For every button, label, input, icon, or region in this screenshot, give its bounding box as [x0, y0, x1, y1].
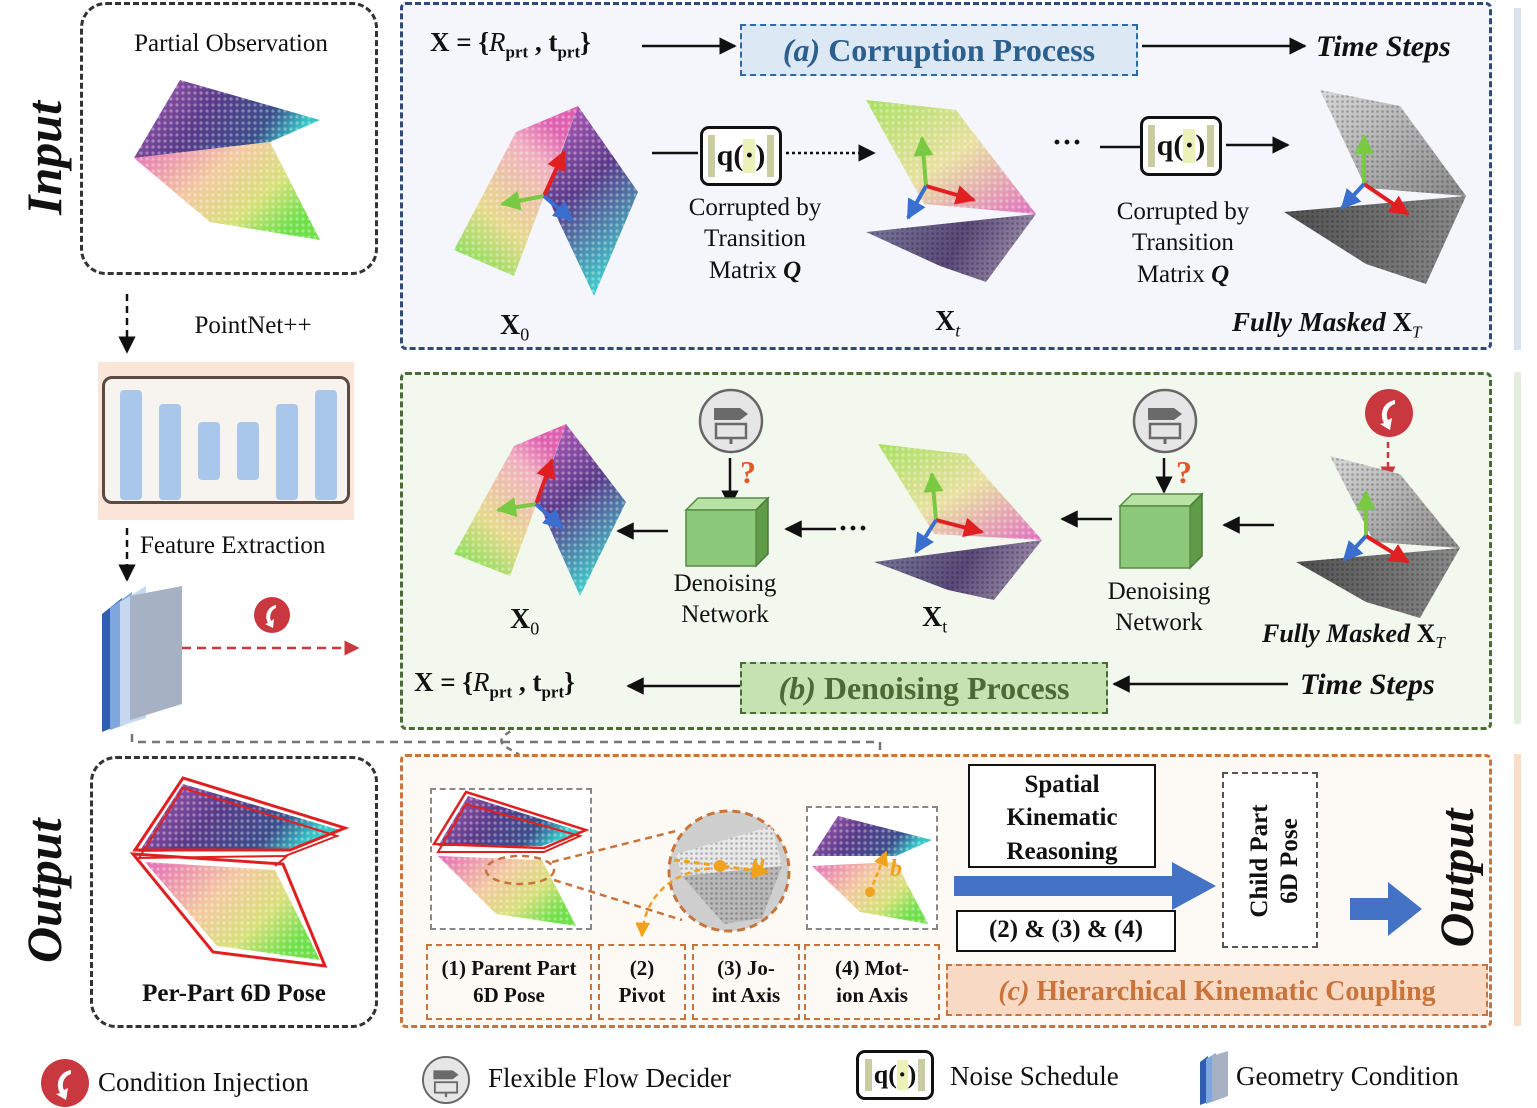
arrow-backbone-to-feature	[118, 528, 136, 582]
condition-injection-icon	[254, 597, 290, 633]
panel-b-x-equation: X = {Rprt , tprt}	[414, 667, 575, 702]
legend-flow-text: Flexible Flow Decider	[488, 1063, 731, 1093]
legend-flow-icon	[422, 1056, 470, 1104]
panel-b-arrow-to-xeq	[626, 677, 740, 695]
panel-c-parent-pointcloud	[431, 790, 590, 926]
panel-a-xt-pointcloud	[866, 100, 1036, 282]
panel-c-zoom-lines	[484, 828, 683, 922]
output-pointcloud-bbox	[129, 776, 350, 968]
panel-b-arrow-from-timesteps	[1112, 675, 1288, 693]
panel-b-arrow-to-xt	[1060, 510, 1112, 528]
panel-c-b-label: b	[890, 856, 902, 882]
question-mark-1: ?	[740, 454, 756, 490]
panel-a-arrow-to-xT	[1226, 136, 1290, 154]
panel-a-line-to-q2	[1100, 145, 1140, 149]
panel-a-title: (a) Corruption Process	[782, 32, 1096, 68]
flow-decider-icon-2	[1132, 388, 1198, 454]
legend-geometry-text: Geometry Condition	[1236, 1061, 1459, 1091]
q-noise-box-1: q(·)	[700, 126, 782, 186]
output-side-label: Output	[16, 818, 72, 963]
panel-b-arrow-to-cube1	[784, 520, 836, 538]
panel-a-line-to-q1	[652, 151, 698, 155]
panel-a-x0-pointcloud	[454, 106, 638, 296]
panel-b-xt-label: Xt	[922, 602, 948, 637]
panel-b-xt-pointcloud	[874, 444, 1042, 600]
panel-b-x0-pointcloud	[454, 424, 626, 596]
step-joint-axis: (3) Jo-int Axis	[692, 944, 800, 1020]
panel-a-x0-label: X0	[500, 310, 530, 345]
child-pose-box	[1222, 772, 1318, 948]
panel-a-fully-masked: Fully Masked XT	[1232, 307, 1422, 342]
panel-c-output-vertical: Output	[1431, 808, 1484, 948]
input-pointcloud	[134, 80, 320, 240]
panel-c-side-strip	[1514, 754, 1521, 1026]
panel-b-side-strip	[1514, 372, 1521, 724]
backbone-block	[98, 362, 354, 520]
output-big-arrow	[1350, 882, 1422, 936]
legend-geometry-icon	[1200, 1051, 1228, 1105]
flow-decider-icon-1	[698, 388, 764, 454]
reasoning-big-arrow	[954, 862, 1216, 910]
panel-b-xT-pointcloud	[1296, 456, 1460, 618]
panel-c-u-label: u	[752, 850, 766, 876]
panel-b-arrow-to-x0	[616, 522, 668, 540]
legend-noise-text: Noise Schedule	[950, 1061, 1119, 1091]
output-title: Per-Part 6D Pose	[142, 980, 326, 1007]
q-noise-box-2: q(·)	[1140, 116, 1222, 176]
denoising-cube-1	[684, 496, 770, 568]
panel-c-magnified-joint	[667, 809, 791, 933]
combo-box	[956, 910, 1176, 952]
panel-c-title-box	[946, 964, 1488, 1016]
panel-a-time-steps: Time Steps	[1316, 30, 1451, 63]
input-side-label: Input	[16, 101, 72, 215]
panel-a-xt-label: Xt	[935, 306, 961, 341]
panel-a-ellipsis: ···	[1052, 126, 1083, 159]
denoising-cube-2	[1118, 492, 1204, 570]
panel-c-child-pointcloud	[812, 816, 932, 924]
panel-b-title-box	[740, 662, 1108, 714]
panel-b-time-steps: Time Steps	[1300, 668, 1435, 701]
panel-a-dotted-arrow	[786, 144, 876, 162]
arrow-input-to-backbone	[118, 294, 136, 354]
legend-condition-icon	[41, 1059, 89, 1107]
input-title: Partial Observation	[134, 30, 328, 57]
panel-a-arrow-2	[1142, 37, 1307, 55]
panel-a-title-box	[740, 24, 1138, 76]
panel-b-arrow-to-cube2	[1222, 516, 1274, 534]
panel-c-pivot-arrow	[636, 866, 721, 938]
legend-condition-text: Condition Injection	[98, 1067, 309, 1097]
panel-b-title: (b) Denoising Process	[778, 670, 1070, 706]
feature-extraction-label: Feature Extraction	[140, 532, 326, 559]
output-box	[90, 756, 378, 1028]
step-parent-pose: (1) Parent Part 6D Pose	[426, 944, 592, 1020]
panel-b-ellipsis: ···	[838, 512, 869, 545]
panel-a-side-strip	[1514, 8, 1521, 350]
panel-a-xT-pointcloud	[1284, 90, 1466, 284]
legend-noise-icon: q(·)	[856, 1050, 934, 1100]
combo-text: (2) & (3) & (4)	[988, 916, 1144, 943]
question-mark-2: ?	[1176, 454, 1192, 490]
panel-b-x0-label: X0	[510, 604, 540, 639]
geometry-condition-block	[102, 586, 182, 732]
spatial-reasoning-box	[968, 764, 1156, 868]
pointnet-label: PointNet++	[194, 312, 312, 339]
condition-dashed-arrow	[182, 640, 360, 656]
panel-b-condition-icon	[1365, 389, 1413, 437]
panel-a-arrow-1	[642, 37, 737, 55]
panel-a-x-equation: X = {Rprt , tprt}	[430, 27, 591, 62]
input-box	[80, 2, 378, 275]
step-motion-axis: (4) Mot-ion Axis	[804, 944, 940, 1020]
panel-b-fully-masked: Fully Masked XT	[1262, 619, 1445, 653]
flow-decider-arrow-2	[1155, 458, 1173, 494]
step-pivot: (2) Pivot	[598, 944, 686, 1020]
panel-c-title: (c) Hierarchical Kinematic Coupling	[998, 976, 1436, 1007]
